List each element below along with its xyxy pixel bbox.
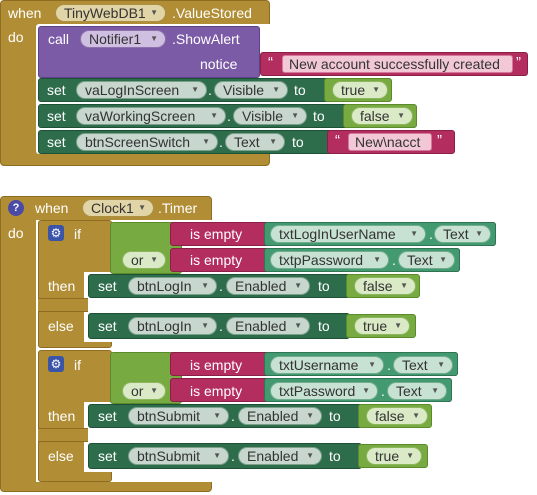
component-dropdown-vaLogInScreen[interactable]: vaLogInScreen <box>76 81 207 99</box>
do-label: do <box>8 29 24 45</box>
notice-label: notice <box>200 56 238 72</box>
property-dropdown-text[interactable]: Text <box>398 251 455 269</box>
component-dropdown-txtpPassword[interactable]: txtpPassword <box>270 251 389 269</box>
gear-icon[interactable]: ⚙ <box>48 356 64 372</box>
bool-dropdown-true[interactable]: true <box>366 447 422 465</box>
component-dropdown-vaWorkingScreen[interactable]: vaWorkingScreen <box>76 107 226 125</box>
call-label: call <box>48 31 70 47</box>
bool-dropdown-false[interactable]: false <box>351 107 413 125</box>
to-label: to <box>329 408 341 424</box>
dot-separator: . <box>219 278 223 294</box>
component-dropdown-btnSubmit[interactable]: btnSubmit <box>128 447 229 465</box>
set-label: set <box>47 108 66 124</box>
component-dropdown-btnScreenSwitch[interactable]: btnScreenSwitch <box>76 133 218 151</box>
dot-separator: . <box>208 82 212 98</box>
if-then-divider <box>38 298 88 312</box>
event-name: .Timer <box>158 200 198 216</box>
component-dropdown-txtPassword[interactable]: txtPassword <box>270 382 378 400</box>
dot-separator: . <box>231 448 235 464</box>
is-empty-label: is empty <box>190 357 243 373</box>
component-dropdown-btnLogIn[interactable]: btnLogIn <box>128 277 217 295</box>
dot-separator: . <box>219 134 223 150</box>
if-then-divider <box>38 428 88 442</box>
when-label: when <box>35 200 69 216</box>
or-dropdown[interactable]: or <box>122 382 166 400</box>
property-dropdown-enabled[interactable]: Enabled <box>226 317 310 335</box>
property-dropdown-text[interactable]: Text <box>225 133 285 151</box>
then-label: then <box>48 408 76 424</box>
close-quote-icon: ” <box>437 132 442 149</box>
component-dropdown-clock1[interactable]: Clock1 <box>82 199 154 217</box>
set-label: set <box>98 318 117 334</box>
property-dropdown-enabled[interactable]: Enabled <box>226 277 310 295</box>
open-quote-icon: “ <box>335 132 340 149</box>
else-label: else <box>48 318 74 334</box>
property-dropdown-text[interactable]: Text <box>434 225 491 243</box>
if-label: if <box>74 226 81 242</box>
is-empty-label: is empty <box>190 226 243 242</box>
gear-icon[interactable]: ⚙ <box>48 225 64 241</box>
dot-separator: . <box>381 383 385 399</box>
to-label: to <box>318 278 330 294</box>
bool-dropdown-false[interactable]: false <box>354 277 416 295</box>
notice-text-value[interactable]: New account successfully created <box>282 55 513 73</box>
property-dropdown-enabled[interactable]: Enabled <box>238 447 322 465</box>
when-label: when <box>8 5 42 21</box>
property-dropdown-visible[interactable]: Visible <box>214 81 288 99</box>
property-dropdown-enabled[interactable]: Enabled <box>238 407 322 425</box>
set-label: set <box>98 278 117 294</box>
to-label: to <box>292 134 304 150</box>
to-label: to <box>294 82 306 98</box>
set-label: set <box>47 134 66 150</box>
is-empty-label: is empty <box>190 383 243 399</box>
property-dropdown-visible[interactable]: Visible <box>233 107 307 125</box>
component-dropdown-tinywebdb1[interactable]: TinyWebDB1 <box>55 4 166 22</box>
dot-separator: . <box>231 408 235 424</box>
event-name: .ValueStored <box>172 5 252 21</box>
dot-separator: . <box>219 318 223 334</box>
then-label: then <box>48 278 76 294</box>
dot-separator: . <box>429 226 433 242</box>
open-quote-icon: “ <box>268 54 273 71</box>
if-label: if <box>74 357 81 373</box>
dot-separator: . <box>387 357 391 373</box>
help-icon[interactable]: ? <box>8 200 24 216</box>
do-label: do <box>8 225 24 241</box>
method-name: .ShowAlert <box>172 31 240 47</box>
component-dropdown-txtUsername[interactable]: txtUsername <box>270 356 384 374</box>
close-quote-icon: ” <box>516 54 521 71</box>
component-dropdown-notifier1[interactable]: Notifier1 <box>80 30 166 48</box>
bool-dropdown-true[interactable]: true <box>354 317 410 335</box>
to-label: to <box>313 108 325 124</box>
dot-separator: . <box>392 252 396 268</box>
button-text-value[interactable]: New\nacct <box>348 133 432 151</box>
component-dropdown-txtLogInUserName[interactable]: txtLogInUserName <box>270 225 426 243</box>
to-label: to <box>329 448 341 464</box>
component-dropdown-btnLogIn[interactable]: btnLogIn <box>128 317 217 335</box>
set-label: set <box>47 82 66 98</box>
set-label: set <box>98 408 117 424</box>
is-empty-label: is empty <box>190 252 243 268</box>
to-label: to <box>318 318 330 334</box>
component-dropdown-btnSubmit[interactable]: btnSubmit <box>128 407 229 425</box>
set-label: set <box>98 448 117 464</box>
property-dropdown-text[interactable]: Text <box>387 382 447 400</box>
property-dropdown-text[interactable]: Text <box>393 356 453 374</box>
else-label: else <box>48 448 74 464</box>
or-dropdown[interactable]: or <box>122 251 166 269</box>
dot-separator: . <box>227 108 231 124</box>
bool-dropdown-true[interactable]: true <box>332 81 388 99</box>
bool-dropdown-false[interactable]: false <box>366 407 428 425</box>
